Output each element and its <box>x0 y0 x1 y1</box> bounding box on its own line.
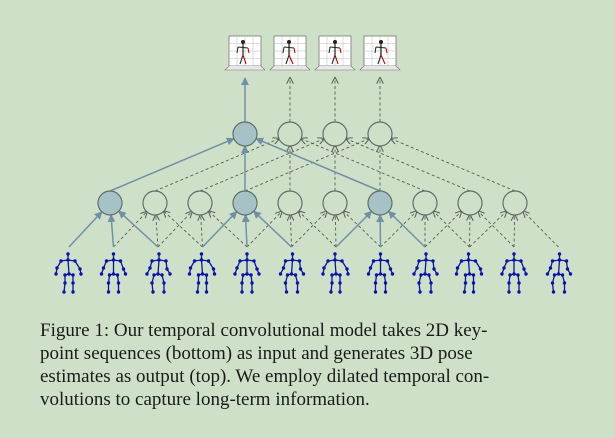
caption-line: point sequences (bottom) as input and ge… <box>40 343 473 364</box>
output-3d-pose <box>359 35 401 71</box>
caption-line: Figure 1: Our temporal convolutional mod… <box>40 320 488 341</box>
active-edge <box>109 137 235 192</box>
hidden-node <box>142 190 168 216</box>
inactive-edge <box>424 211 461 248</box>
hidden-node <box>322 190 348 216</box>
input-skeleton <box>99 252 128 294</box>
hidden-node <box>502 190 528 216</box>
input-skeleton <box>366 252 395 294</box>
input-skeleton <box>321 252 350 294</box>
input-skeleton <box>278 252 306 294</box>
active-edge <box>118 210 159 248</box>
hidden-node <box>187 190 213 216</box>
output-3d-pose <box>269 35 311 71</box>
inactive-edge <box>479 212 515 248</box>
input-skeleton <box>500 252 528 294</box>
input-skeleton <box>54 252 83 294</box>
inactive-edge <box>380 211 417 248</box>
inactive-edge <box>201 215 203 248</box>
caption-line: volutions to capture long-term informati… <box>40 389 370 410</box>
inactive-edge <box>164 211 203 248</box>
caption-line: estimates as output (top). We employ dil… <box>40 366 490 387</box>
inactive-edge <box>346 139 471 192</box>
inactive-edge <box>469 211 507 248</box>
active-top-node <box>232 121 258 147</box>
hidden-node <box>457 190 483 216</box>
inactive-edge <box>246 212 282 248</box>
active-edge <box>335 210 373 248</box>
inactive-edge <box>344 211 381 248</box>
inactive-edge <box>244 139 369 192</box>
input-skeleton <box>233 252 261 294</box>
inactive-edge <box>154 139 279 192</box>
inactive-edge <box>290 215 291 248</box>
inactive-edge <box>335 215 336 248</box>
inactive-edge <box>291 212 327 248</box>
tcn-diagram <box>54 35 573 294</box>
inactive-edge <box>301 139 426 192</box>
hidden-node <box>412 190 438 216</box>
top-node <box>277 121 303 147</box>
active-edge <box>201 210 238 248</box>
input-skeleton <box>187 252 217 294</box>
top-node <box>322 121 348 147</box>
hidden-node <box>277 190 303 216</box>
inactive-edge <box>199 139 324 192</box>
top-node <box>367 121 393 147</box>
active-edge <box>252 210 293 248</box>
inactive-edge <box>299 211 337 248</box>
input-skeleton <box>454 252 484 294</box>
output-3d-pose <box>224 35 266 71</box>
inactive-edge <box>391 139 516 192</box>
inactive-edge <box>523 212 559 248</box>
inactive-edge <box>209 211 248 248</box>
inactive-edge <box>434 211 470 248</box>
active-hidden-node <box>232 190 258 216</box>
active-edge <box>107 214 116 248</box>
inactive-edge <box>113 212 147 248</box>
input-skeleton <box>145 252 172 294</box>
inactive-edge <box>514 215 515 248</box>
active-hidden-node <box>367 190 393 216</box>
input-skeleton <box>412 252 439 294</box>
active-edge <box>387 210 426 248</box>
active-hidden-node <box>97 190 123 216</box>
output-3d-pose <box>314 35 356 71</box>
active-edge <box>68 211 103 248</box>
figure-caption: Figure 1: Our temporal convolutional mod… <box>40 319 596 411</box>
active-edge <box>241 214 250 248</box>
inactive-edge <box>156 215 158 248</box>
input-skeleton <box>545 252 573 294</box>
active-edge <box>255 137 381 192</box>
inactive-edge <box>157 212 192 248</box>
